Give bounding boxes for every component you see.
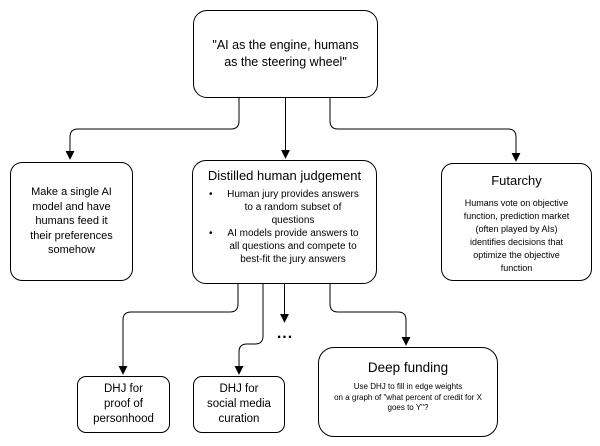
node-deep-funding-title: Deep funding xyxy=(367,360,449,375)
distilled-bullet-list: • Human jury provides answers to a rando… xyxy=(193,188,376,266)
node-dhj-proof-of-personhood: DHJ for proof of personhood xyxy=(77,376,170,433)
node-dhj-social-label: DHJ for social media curation xyxy=(207,383,271,425)
node-futarchy-title: Futarchy xyxy=(491,173,542,188)
node-futarchy: Futarchy Humans vote on objective functi… xyxy=(441,163,592,281)
node-root-label: "AI as the engine, humans as the steerin… xyxy=(212,38,359,69)
node-distilled-human-judgement: Distilled human judgement • Human jury p… xyxy=(192,160,377,284)
node-distilled-title: Distilled human judgement xyxy=(207,168,362,183)
bullet-icon: • xyxy=(209,189,213,200)
node-deep-funding-body: Use DHJ to fill in edge weights on a gra… xyxy=(334,382,482,412)
bullet-item: • Human jury provides answers to a rando… xyxy=(209,188,364,227)
edge-root-to-single-model xyxy=(65,98,240,160)
edge-root-to-futarchy xyxy=(329,98,521,162)
node-dhj-proof-label: DHJ for proof of personhood xyxy=(93,383,154,425)
edge-distilled-to-dhj-social xyxy=(234,284,264,375)
bullet-item-text: AI models provide answers to all questio… xyxy=(227,228,359,265)
node-single-ai-model-label: Make a single AI model and have humans f… xyxy=(30,186,113,257)
node-deep-funding: Deep funding Use DHJ to fill in edge wei… xyxy=(318,347,498,437)
node-futarchy-body: Humans vote on objective function, predi… xyxy=(463,198,570,273)
bullet-icon: • xyxy=(209,228,213,239)
node-root: "AI as the engine, humans as the steerin… xyxy=(193,10,378,98)
edge-distilled-to-dhj-proof xyxy=(118,284,239,375)
bullet-item: • AI models provide answers to all quest… xyxy=(209,227,364,266)
node-single-ai-model: Make a single AI model and have humans f… xyxy=(10,162,133,281)
bullet-item-text: Human jury provides answers to a random … xyxy=(227,189,359,226)
ellipsis-more-nodes: ... xyxy=(276,325,294,342)
node-dhj-social-media-curation: DHJ for social media curation xyxy=(193,376,285,433)
edge-distilled-to-deep-funding xyxy=(329,284,411,346)
